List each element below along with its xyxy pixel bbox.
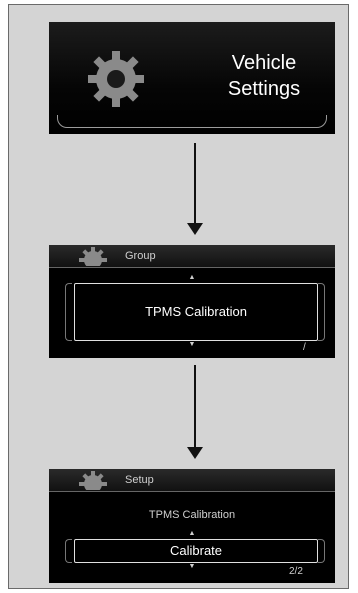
screen-base-line	[57, 115, 327, 128]
gear-icon	[88, 51, 144, 107]
list-bracket-left	[65, 539, 72, 563]
header-label: Group	[125, 250, 156, 262]
scroll-down-arrow[interactable]: ▼	[188, 341, 196, 348]
illustration-frame: Vehicle Settings Group ▲	[8, 4, 349, 589]
setup-screen[interactable]: Setup TPMS Calibration ▲ Calibrate ▼ 2/2	[49, 469, 335, 583]
selected-list-item[interactable]: TPMS Calibration	[74, 283, 318, 341]
header-label: Setup	[125, 474, 154, 486]
screen-header: Group	[49, 245, 335, 268]
screen-header: Setup	[49, 469, 335, 492]
gear-icon	[79, 247, 107, 266]
list-bracket-right	[318, 539, 325, 563]
group-screen[interactable]: Group ▲ TPMS Calibration ▼ /	[49, 245, 335, 358]
screen-subtitle: TPMS Calibration	[148, 509, 236, 521]
title-line-2: Settings	[227, 78, 301, 100]
gear-icon	[79, 471, 107, 490]
scroll-down-arrow[interactable]: ▼	[188, 563, 196, 570]
scroll-up-arrow[interactable]: ▲	[188, 274, 196, 281]
title-line-1: Vehicle	[231, 52, 297, 74]
list-bracket-left	[65, 283, 72, 341]
selected-item-label: Calibrate	[169, 543, 223, 558]
list-bracket-right	[318, 283, 325, 341]
down-arrow-2	[185, 365, 205, 459]
scroll-up-arrow[interactable]: ▲	[188, 530, 196, 537]
screen-title: Vehicle Settings	[189, 50, 335, 102]
selected-item-label: TPMS Calibration	[145, 304, 247, 319]
selected-list-item[interactable]: Calibrate	[74, 539, 318, 563]
down-arrow-1	[185, 143, 205, 235]
vehicle-settings-screen[interactable]: Vehicle Settings	[49, 22, 335, 134]
page-indicator: /	[303, 342, 306, 353]
page-indicator: 2/2	[289, 566, 303, 577]
